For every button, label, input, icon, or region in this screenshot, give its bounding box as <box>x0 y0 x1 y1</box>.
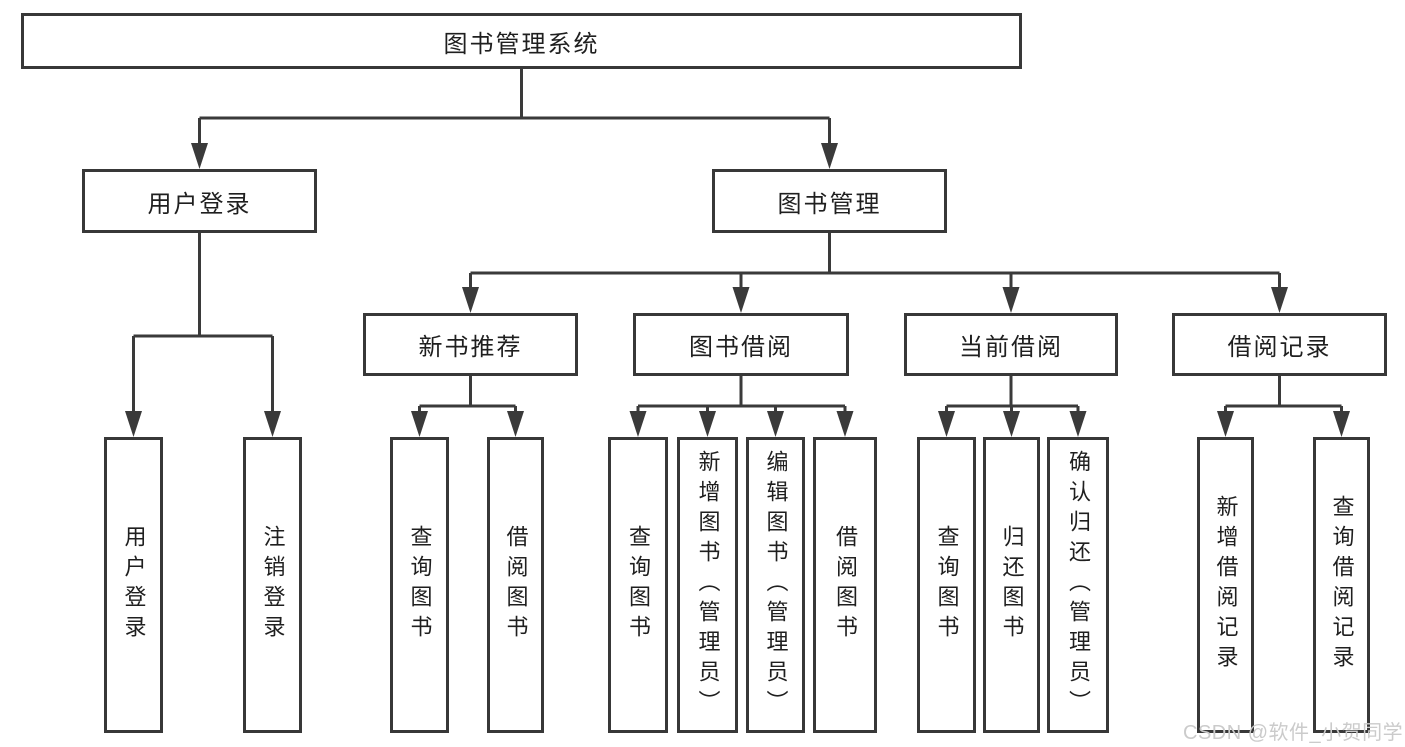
leaf-logout: 注销登录 <box>243 437 302 733</box>
leaf-borrow-book-recommend: 借阅图书 <box>487 437 544 733</box>
node-new-book-recommend-label: 新书推荐 <box>418 334 523 361</box>
connector-borrowrecords-to-leaves <box>1224 376 1343 415</box>
node-new-book-recommend: 新书推荐 <box>363 313 578 376</box>
node-user-login: 用户登录 <box>82 169 317 233</box>
connector-bookborrow-to-leaves <box>636 376 847 415</box>
leaf-add-borrow-record-label: 新增借阅记录 <box>1213 495 1239 675</box>
leaf-logout-label: 注销登录 <box>260 525 286 645</box>
node-book-borrow: 图书借阅 <box>633 313 849 376</box>
leaf-query-book-borrow-label: 查询图书 <box>626 525 651 645</box>
connector-userlogin-to-leaves <box>132 233 274 415</box>
watermark: CSDN @软件_小贺同学 <box>1183 722 1404 744</box>
leaf-query-book-current: 查询图书 <box>917 437 976 733</box>
leaf-add-borrow-record: 新增借阅记录 <box>1197 437 1254 733</box>
leaf-query-book-recommend-label: 查询图书 <box>407 525 433 645</box>
connector-newbook-to-leaves <box>418 376 517 415</box>
leaf-add-book-admin: 新增图书（管理员） <box>677 437 738 733</box>
node-user-login-label: 用户登录 <box>147 190 252 218</box>
node-root-label: 图书管理系统 <box>443 30 600 58</box>
node-borrow-records: 借阅记录 <box>1172 313 1387 376</box>
leaf-confirm-return-admin: 确认归还（管理员） <box>1047 437 1109 733</box>
leaf-user-login: 用户登录 <box>104 437 163 733</box>
connector-bookmgmt-to-level3 <box>469 233 1281 291</box>
leaf-return-book: 归还图书 <box>983 437 1040 733</box>
leaf-edit-book-admin: 编辑图书（管理员） <box>746 437 805 733</box>
connector-currentborrow-to-leaves <box>945 376 1080 415</box>
leaf-query-book-current-label: 查询图书 <box>934 525 960 645</box>
connector-root-to-level2 <box>198 69 831 149</box>
leaf-edit-book-admin-label: 编辑图书（管理员） <box>763 450 789 720</box>
leaf-borrow-book-label: 借阅图书 <box>833 525 858 645</box>
leaf-query-book-recommend: 查询图书 <box>390 437 449 733</box>
node-current-borrow-label: 当前借阅 <box>959 334 1063 361</box>
leaf-query-borrow-record: 查询借阅记录 <box>1313 437 1370 733</box>
node-current-borrow: 当前借阅 <box>904 313 1118 376</box>
leaf-query-book-borrow: 查询图书 <box>608 437 668 733</box>
leaf-confirm-return-admin-label: 确认归还（管理员） <box>1066 450 1091 720</box>
node-borrow-records-label: 借阅记录 <box>1227 334 1332 361</box>
node-root-library-system: 图书管理系统 <box>21 13 1022 69</box>
leaf-borrow-book-recommend-label: 借阅图书 <box>503 525 529 645</box>
leaf-borrow-book: 借阅图书 <box>813 437 877 733</box>
leaf-return-book-label: 归还图书 <box>999 525 1025 645</box>
node-book-management: 图书管理 <box>712 169 947 233</box>
node-book-borrow-label: 图书借阅 <box>689 334 793 361</box>
leaf-user-login-label: 用户登录 <box>121 525 147 645</box>
leaf-add-book-admin-label: 新增图书（管理员） <box>695 450 721 720</box>
leaf-query-borrow-record-label: 查询借阅记录 <box>1329 495 1355 675</box>
node-book-management-label: 图书管理 <box>777 190 882 218</box>
